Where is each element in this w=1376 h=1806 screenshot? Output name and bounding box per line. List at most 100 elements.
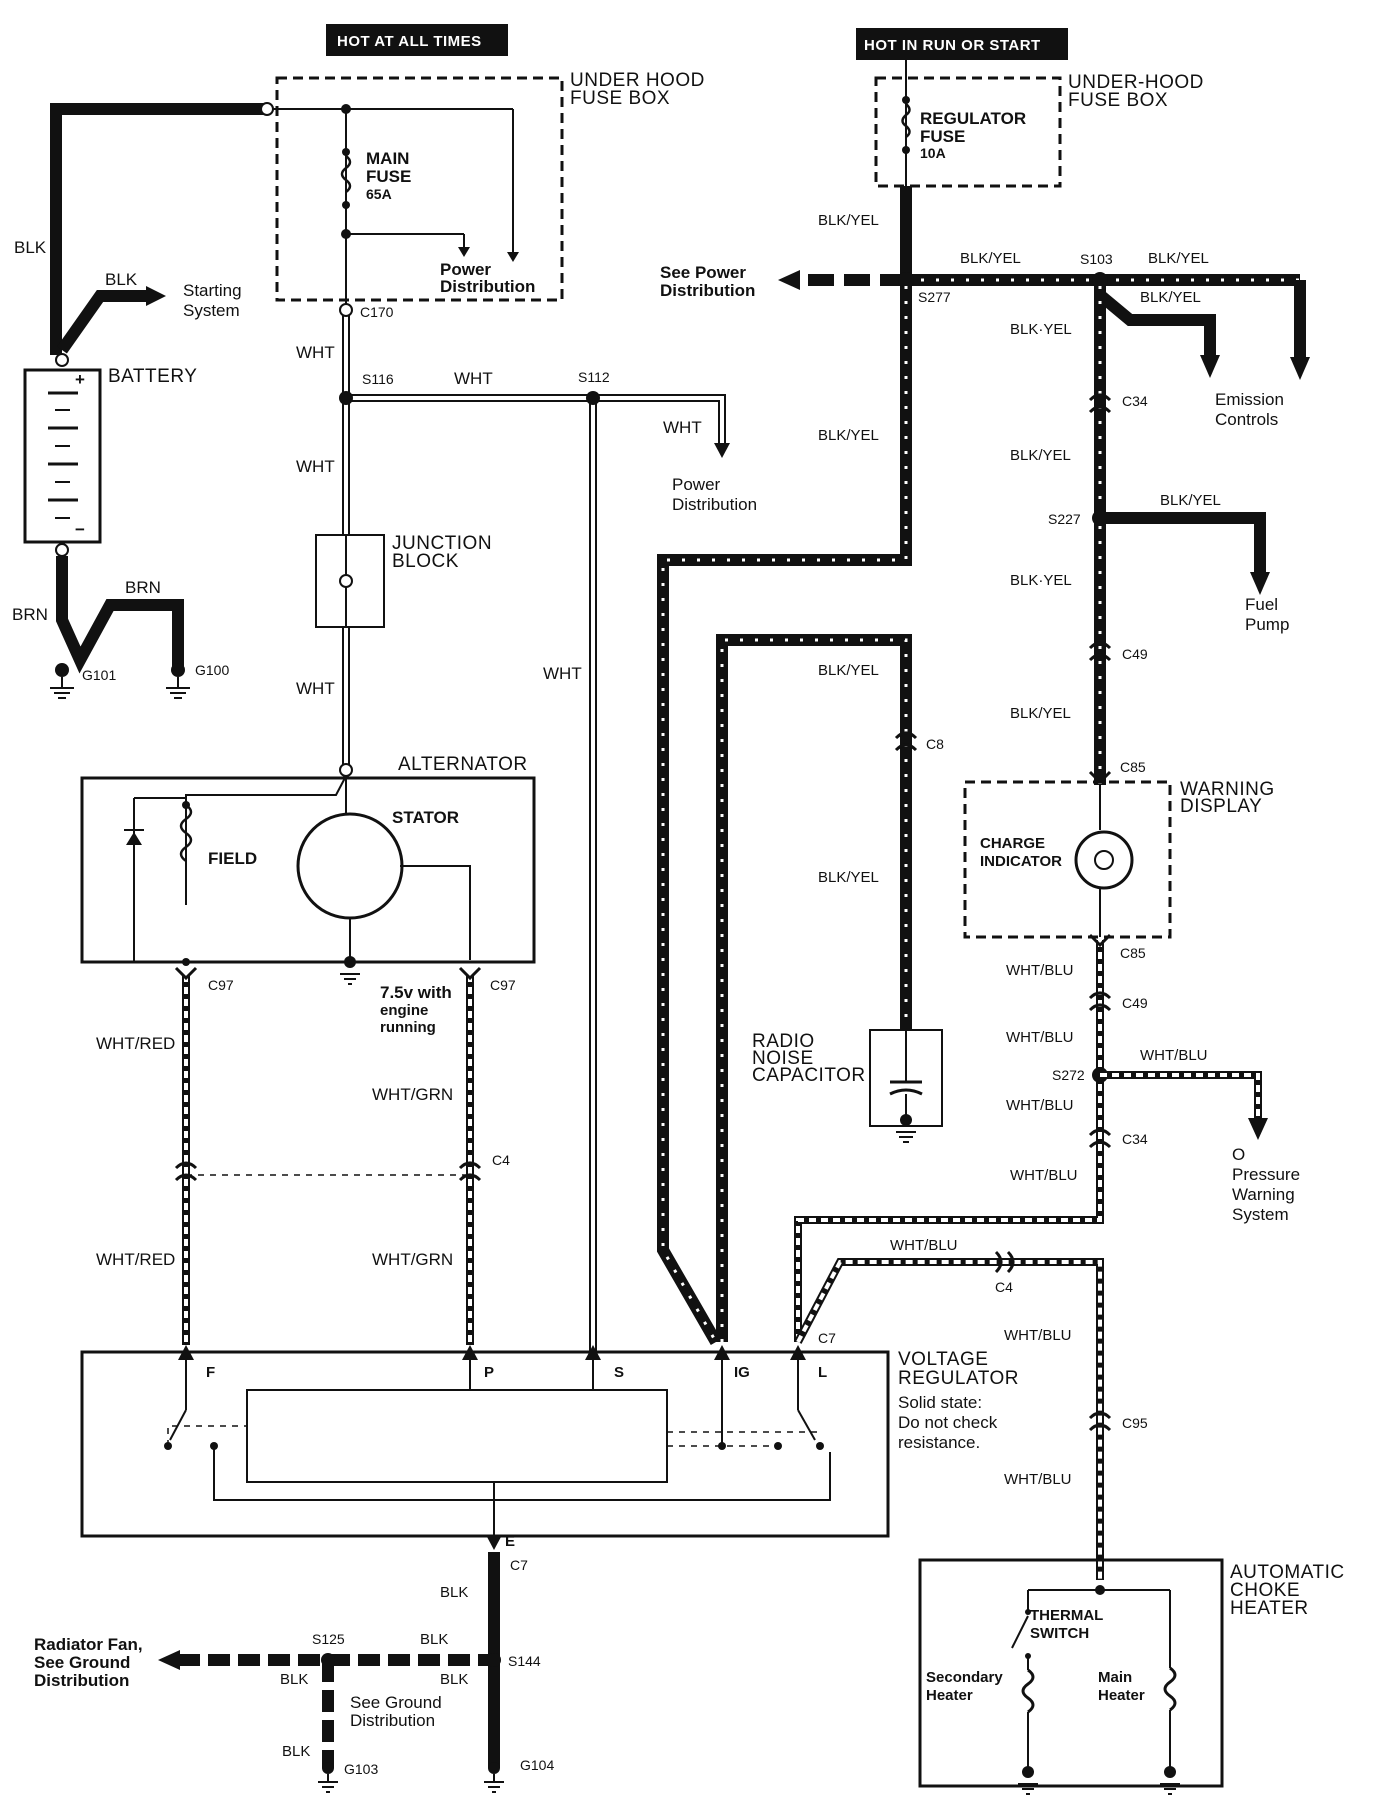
wht-grn-label-1: WHT/GRN [372,1085,453,1104]
ground-circuit: C7 BLK S144 Radiator Fan, See Ground Dis… [34,1552,554,1793]
ground-g103-label: G103 [344,1761,378,1777]
main-heater-icon [1163,1666,1177,1712]
ground-g104-label: G104 [520,1757,554,1773]
svg-text:−: − [75,520,85,539]
oil-pressure-label3: Warning [1232,1185,1295,1204]
main-fuse-icon [340,148,352,209]
junction-block-label: JUNCTION [392,533,492,554]
radiator-fan-label3: Distribution [34,1671,129,1690]
blk-label-e4: BLK [440,1671,468,1688]
ground-icon [1160,1766,1180,1795]
blk-label-e5: BLK [282,1743,310,1760]
s272-label: S272 [1052,1067,1085,1083]
s116-label: S116 [362,371,394,387]
ground-icon [166,663,190,699]
stator-icon [296,812,404,920]
main-heater-label2: Heater [1098,1687,1145,1704]
wht-blu-label-8: WHT/BLU [1004,1471,1072,1488]
emission-controls-label: Emission [1215,390,1284,409]
secondary-heater-label2: Heater [926,1687,973,1704]
ground-g101-label: G101 [82,667,116,683]
thermal-switch-icon [1011,1615,1029,1649]
c170-label: C170 [360,304,394,320]
ground-distribution-label: See Ground [350,1693,442,1712]
left-fuse-box-title2: FUSE BOX [570,88,670,109]
blk-yel-label-9: BLK/YEL [1010,447,1071,464]
main-fuse-label2: FUSE [366,167,411,186]
blk-yel-wires: BLK/YEL See Power Distribution BLK/YEL B… [657,186,1310,1345]
wht-blu-label-5: WHT/BLU [1010,1167,1078,1184]
wht-blu-label-2: WHT/BLU [1006,1029,1074,1046]
emission-controls-label2: Controls [1215,410,1278,429]
charge-indicator-label: CHARGE [980,835,1045,852]
wht-blu-label-3: WHT/BLU [1140,1047,1208,1064]
wht-label-1: WHT [296,343,335,362]
blk-yel-label-1: BLK/YEL [818,212,879,229]
c8-label: C8 [926,736,944,752]
wht-label-5: WHT [663,418,702,437]
radio-noise-label3: CAPACITOR [752,1065,866,1086]
c97-right-label: C97 [490,977,516,993]
junction-block: JUNCTION BLOCK [315,533,492,628]
wht-red-label-2: WHT/RED [96,1250,175,1269]
oil-pressure-label: O [1232,1145,1245,1164]
c49-bottom-label: C49 [1122,995,1148,1011]
terminal-ig-label: IG [734,1364,750,1381]
blk-yel-label-3: BLK/YEL [1148,250,1209,267]
blk-yel-label-7: BLK/YEL [818,869,879,886]
wht-grn-label-2: WHT/GRN [372,1250,453,1269]
ground-icon [318,1762,338,1793]
battery-wire-blk: BLK [14,238,47,257]
voltage-regulator: VOLTAGE REGULATOR Solid state: Do not ch… [80,1345,1019,1550]
see-power-distribution-label2: Distribution [660,281,755,300]
ground-wire-brn: BRN [125,578,161,597]
ground-g100-label: G100 [195,662,229,678]
regulator-note2: Do not check [898,1413,998,1432]
alternator: ALTERNATOR STATOR FIELD 7.5v with engine… [80,754,536,1036]
wht-label-4: WHT [454,369,493,388]
regulator-fuse-label2: FUSE [920,127,965,146]
wht-blu-label-6: WHT/BLU [890,1237,958,1254]
regulator-fuse-label: REGULATOR [920,109,1026,128]
thermal-switch-label2: SWITCH [1030,1625,1089,1642]
radiator-fan-label: Radiator Fan, [34,1635,143,1654]
running-voltage-label2: engine [380,1002,428,1019]
c34-bottom-label: C34 [1122,1131,1148,1147]
blk-label-e3: BLK [280,1671,308,1688]
terminal-f-label: F [206,1364,215,1381]
ground-icon [1018,1766,1038,1795]
c34-top-label: C34 [1122,393,1148,409]
c4-right-label: C4 [995,1279,1013,1295]
alternator-regulator-wires: C97 C97 WHT/RED WHT/RED WHT/GRN WHT/GRN … [96,966,516,1345]
left-fuse-box: UNDER HOOD FUSE BOX MAIN FUSE 65A Power … [267,70,704,310]
running-voltage-label3: running [380,1019,436,1036]
regulator-note: Solid state: [898,1393,982,1412]
oil-pressure-label2: Pressure [1232,1165,1300,1184]
terminal-e-label: E [505,1533,515,1550]
battery-wire-brn: BRN [12,605,48,624]
terminal-p-label: P [484,1364,494,1381]
battery-label: BATTERY [108,366,197,387]
wht-blu-label-1: WHT/BLU [1006,962,1074,979]
starting-system-label: Starting [183,281,242,300]
blk-yel-label-12: BLK/YEL [1160,492,1221,509]
fuel-pump-label2: Pump [1245,615,1289,634]
regulator-note3: resistance. [898,1433,980,1452]
wht-red-label-1: WHT/RED [96,1034,175,1053]
field-label: FIELD [208,849,257,868]
right-fuse-box-title2: FUSE BOX [1068,90,1168,111]
s277-label: S277 [918,289,951,305]
wht-blu-label-4: WHT/BLU [1006,1097,1074,1114]
hot-in-run-or-start-text: HOT IN RUN OR START [864,37,1041,54]
blk-yel-label-8: BLK·YEL [1010,321,1072,338]
main-heater-label: Main [1098,1669,1132,1686]
wht-feed-wires: C170 WHT WHT WHT WHT WHT Power Distribut… [296,303,757,1355]
charge-indicator-label2: INDICATOR [980,853,1062,870]
thermal-switch-label: THERMAL [1030,1607,1103,1624]
fuel-pump-label: Fuel [1245,595,1278,614]
battery-icon: + − [23,353,102,557]
regulator-fuse-icon [901,96,911,154]
alternator-label: ALTERNATOR [398,754,528,775]
c97-left-label: C97 [208,977,234,993]
voltage-regulator-label2: REGULATOR [898,1368,1019,1389]
